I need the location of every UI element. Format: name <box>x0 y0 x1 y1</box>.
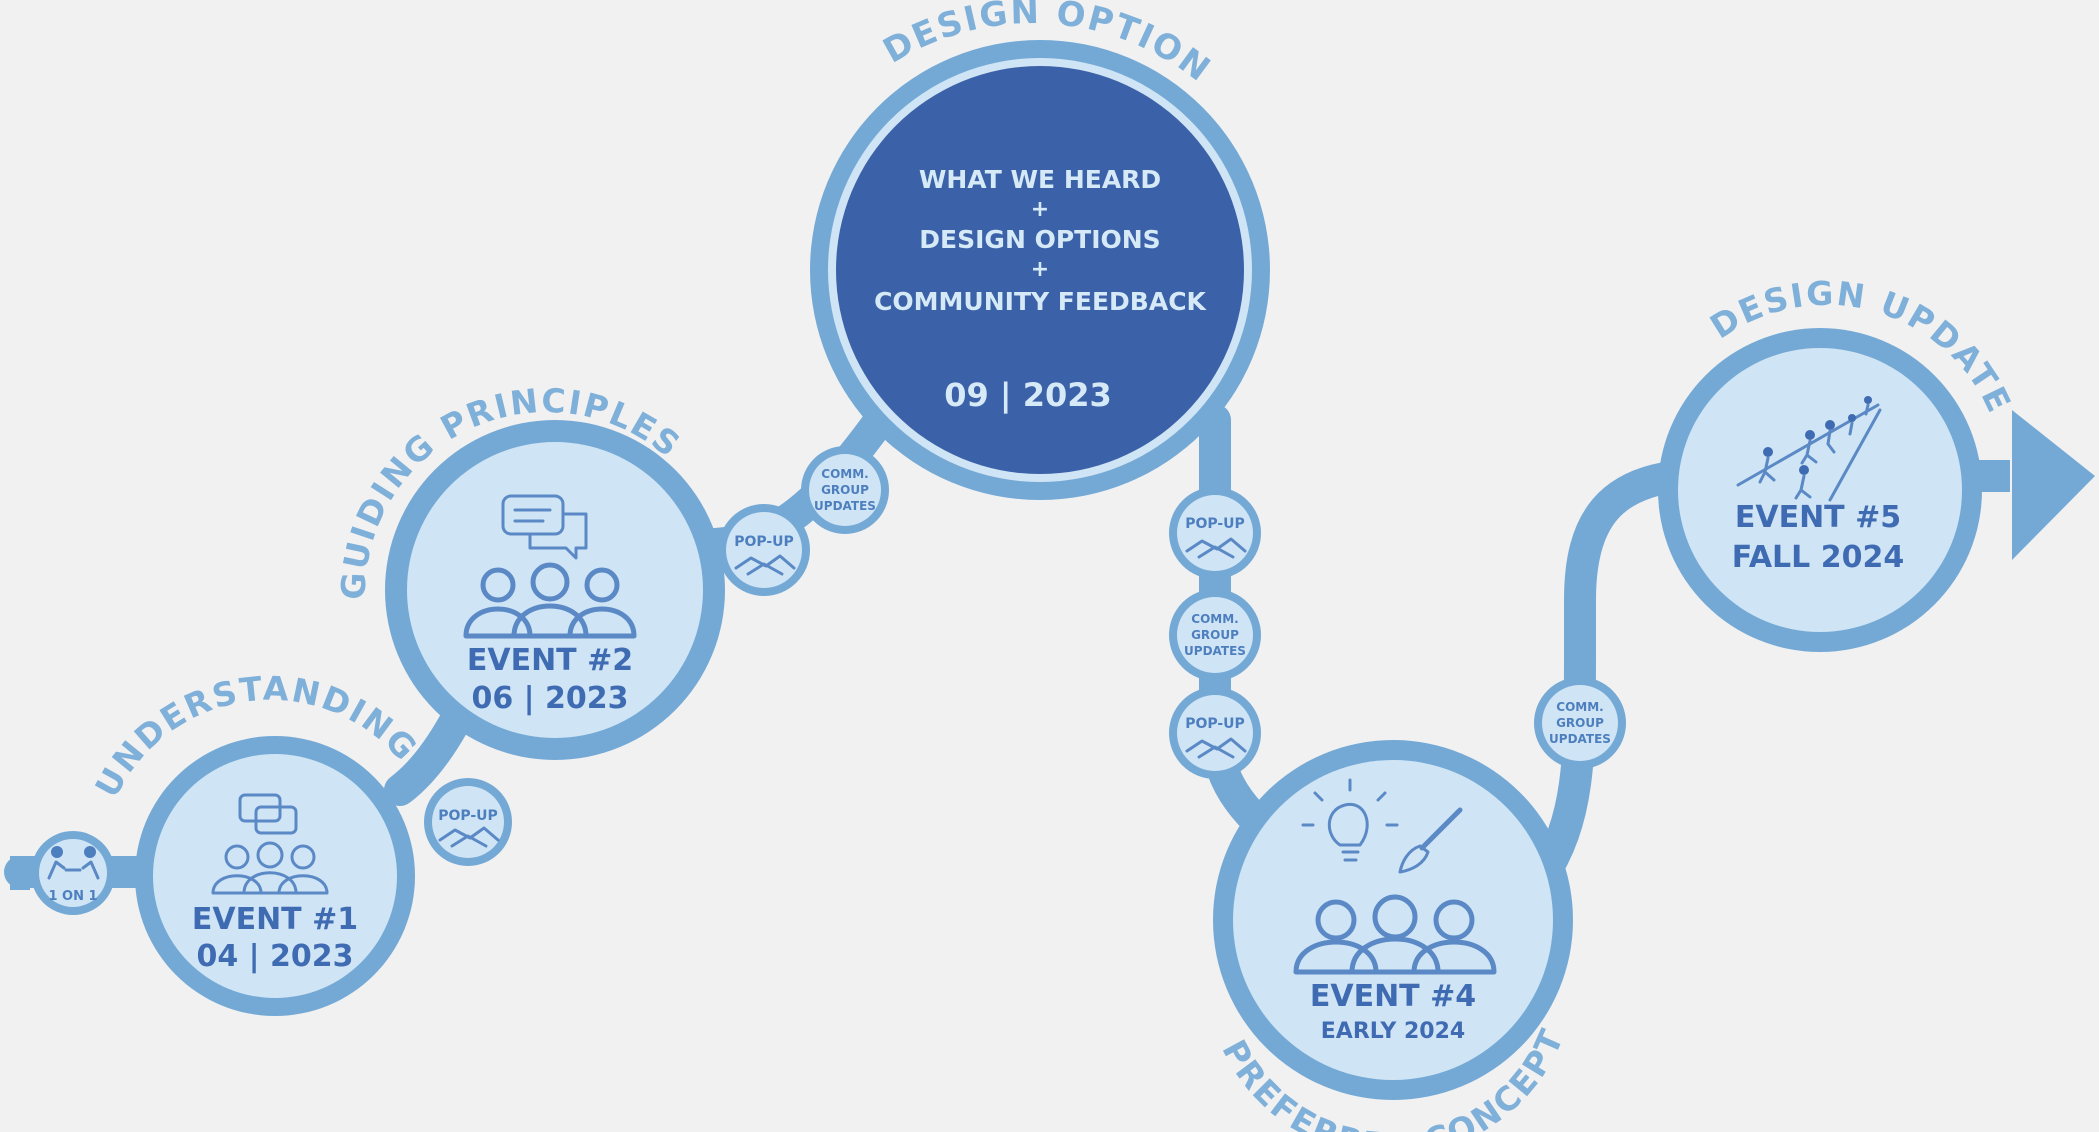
one-on-one-label: 1 ON 1 <box>48 889 97 904</box>
event-5-node: EVENT #5 FALL 2024 <box>1658 328 1982 652</box>
comm-group-updates-badge-2: COMM. GROUP UPDATES <box>1169 589 1261 681</box>
event-3-line-3: DESIGN OPTIONS <box>919 225 1160 254</box>
event-3-line-4: + <box>1031 257 1049 282</box>
comm-label-1-line1: COMM. <box>821 467 868 481</box>
comm-label-2-line2: GROUP <box>1191 628 1239 642</box>
popup-badge-3: POP-UP <box>1169 487 1261 579</box>
handshake-icon <box>734 554 796 576</box>
timeline-start-stub <box>10 856 30 890</box>
popup-label-2: POP-UP <box>734 534 794 550</box>
event-4-date: EARLY 2024 <box>1321 1019 1465 1044</box>
handshake-icon <box>438 826 500 848</box>
event-1-node: EVENT #1 04 | 2023 <box>135 736 415 1016</box>
popup-badge-1: POP-UP <box>424 778 512 866</box>
event-4-title: EVENT #4 <box>1310 979 1476 1014</box>
popup-badge-4: POP-UP <box>1169 687 1261 779</box>
event-5-title: EVENT #5 <box>1735 500 1901 535</box>
people-group-icon <box>1293 894 1497 975</box>
event-3-line-2: + <box>1031 197 1049 222</box>
event-2-title: EVENT #2 <box>467 643 633 678</box>
event-2-date: 06 | 2023 <box>471 681 628 716</box>
event-3-node: WHAT WE HEARD + DESIGN OPTIONS + COMMUNI… <box>810 40 1270 500</box>
event-1-title: EVENT #1 <box>192 902 358 937</box>
comm-group-updates-badge-1: COMM. GROUP UPDATES <box>801 446 889 534</box>
comm-label-2-line1: COMM. <box>1191 612 1238 626</box>
climbing-people-icon <box>1736 396 1882 502</box>
handshake-icon <box>1185 537 1247 559</box>
comm-label-3-line1: COMM. <box>1556 700 1603 714</box>
people-group-icon <box>463 562 637 639</box>
lightbulb-icon <box>1301 778 1399 862</box>
comm-label-1-line3: UPDATES <box>814 499 876 513</box>
event-1-date: 04 | 2023 <box>196 939 353 974</box>
event-3-date: 09 | 2023 <box>944 376 1112 415</box>
popup-label-3: POP-UP <box>1185 516 1245 532</box>
event-4-node: EVENT #4 EARLY 2024 <box>1213 740 1573 1100</box>
event-2-node: EVENT #2 06 | 2023 <box>385 420 725 760</box>
popup-label-4: POP-UP <box>1185 716 1245 732</box>
paintbrush-icon <box>1398 807 1463 874</box>
comm-label-3-line2: GROUP <box>1556 716 1604 730</box>
comm-label-1-line2: GROUP <box>821 483 869 497</box>
event-3-line-5: COMMUNITY FEEDBACK <box>874 287 1207 316</box>
comm-label-3-line3: UPDATES <box>1549 732 1611 746</box>
popup-badge-2: POP-UP <box>718 504 810 596</box>
comm-group-updates-badge-3: COMM. GROUP UPDATES <box>1534 677 1626 769</box>
popup-label-1: POP-UP <box>438 808 498 824</box>
people-group-icon <box>211 841 329 895</box>
comm-label-2-line3: UPDATES <box>1184 644 1246 658</box>
handshake-icon <box>1185 737 1247 759</box>
chat-bubbles-icon <box>238 793 298 835</box>
one-on-one-badge: 1 ON 1 <box>31 831 115 915</box>
event-5-date: FALL 2024 <box>1732 540 1904 575</box>
event-3-line-1: WHAT WE HEARD <box>919 165 1161 194</box>
chat-bubbles-icon <box>501 494 588 560</box>
one-on-one-meeting-icon <box>47 846 100 880</box>
